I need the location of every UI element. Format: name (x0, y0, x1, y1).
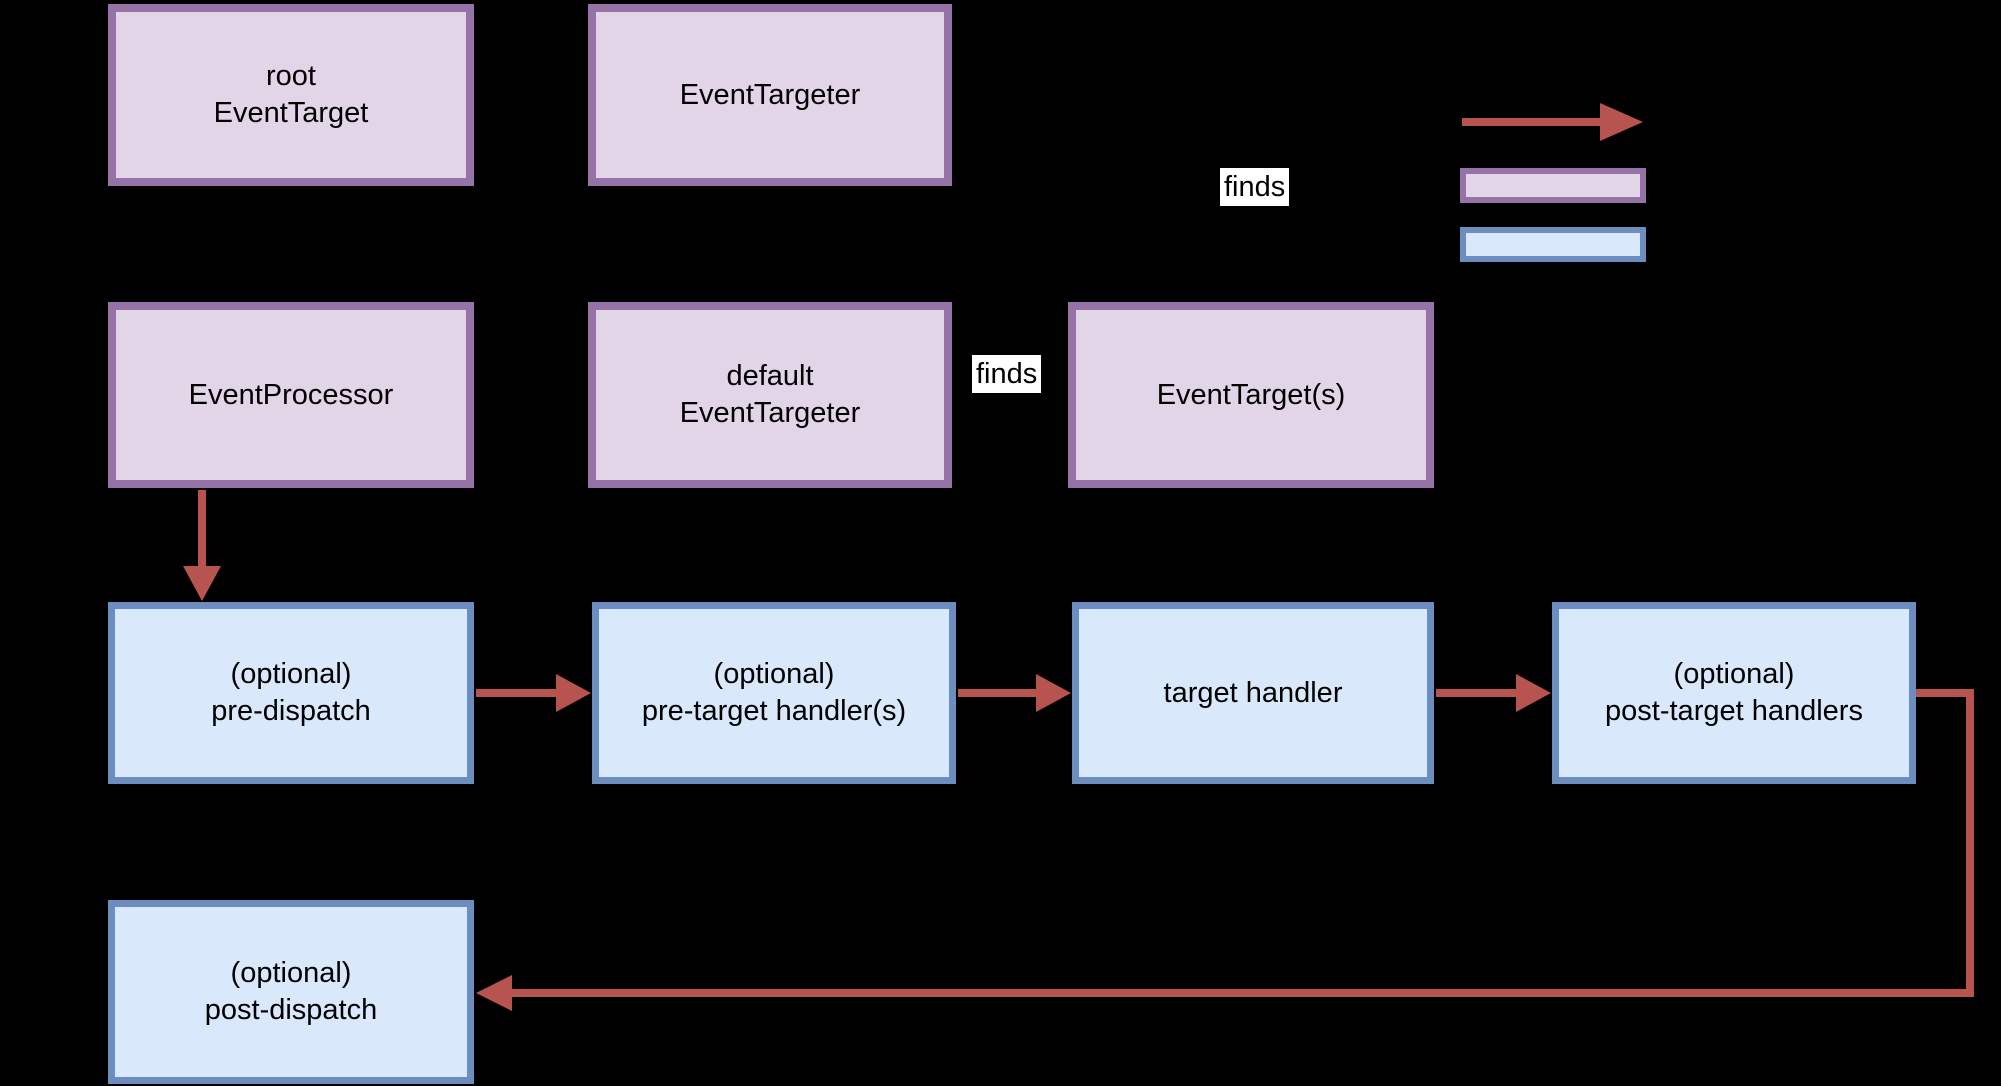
node-target-handler-label: target handler (1163, 676, 1343, 709)
node-event-targeter: EventTargeter (588, 4, 952, 186)
node-event-processor-label: EventProcessor (188, 378, 394, 411)
node-pre-dispatch: (optional) pre-dispatch (108, 602, 474, 784)
arrow-head-pre-dispatch-to-pre-target (556, 674, 591, 712)
node-post-target-handlers: (optional) post-target handlers (1552, 602, 1916, 784)
legend-blue-swatch-icon (1460, 227, 1646, 262)
node-default-event-targeter-label: default EventTargeter (679, 360, 861, 429)
arrow-head-post-target-to-post-dispatch (476, 975, 512, 1011)
arrow-head-pre-target-to-target-handler (1036, 674, 1071, 712)
legend-finds-label: finds (1220, 168, 1290, 206)
node-root-event-target: root EventTarget (108, 4, 474, 186)
node-pre-target-handlers-label: (optional) pre-target handler(s) (641, 658, 907, 727)
node-event-targeter-label: EventTargeter (679, 78, 861, 111)
node-event-targets-label: EventTarget(s) (1156, 378, 1346, 411)
arrow-head-target-handler-to-post-target (1516, 674, 1551, 712)
node-root-event-target-label: root EventTarget (213, 60, 369, 129)
node-post-dispatch: (optional) post-dispatch (108, 900, 474, 1084)
node-post-dispatch-label: (optional) post-dispatch (204, 957, 378, 1026)
targeter-finds-label: finds (972, 355, 1042, 393)
node-post-target-handlers-label: (optional) post-target handlers (1605, 658, 1863, 727)
arrow-head-processor-to-pre-dispatch (183, 566, 221, 601)
node-pre-dispatch-label: (optional) pre-dispatch (211, 658, 371, 727)
legend-purple-swatch-icon (1460, 168, 1646, 203)
node-event-processor: EventProcessor (108, 302, 474, 488)
legend-arrow-head-icon (1600, 103, 1643, 141)
node-default-event-targeter: default EventTargeter (588, 302, 952, 488)
node-target-handler: target handler (1072, 602, 1434, 784)
node-event-targets: EventTarget(s) (1068, 302, 1434, 488)
node-pre-target-handlers: (optional) pre-target handler(s) (592, 602, 956, 784)
